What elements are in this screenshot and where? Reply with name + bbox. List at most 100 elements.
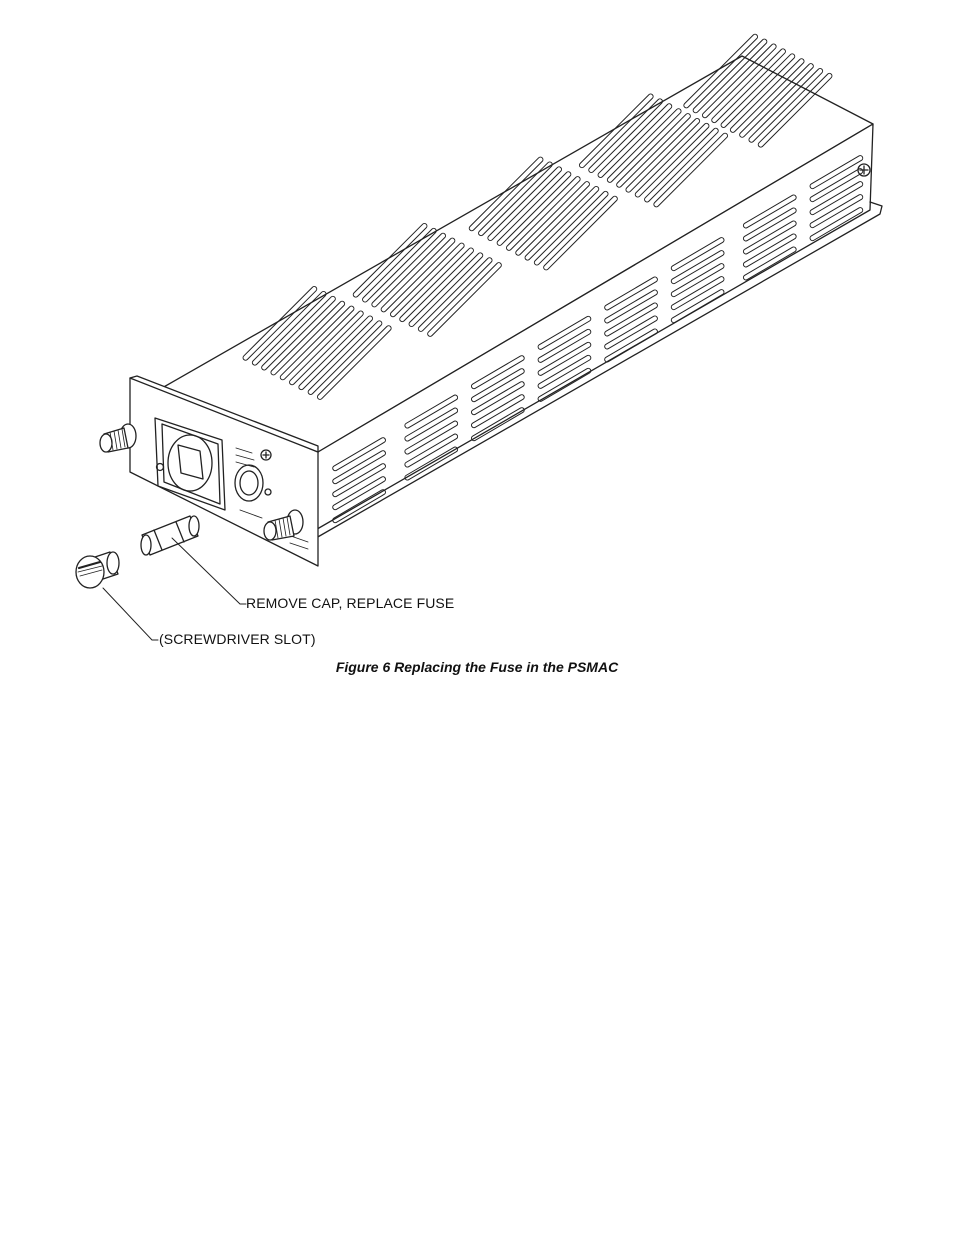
vent-slot xyxy=(543,195,618,271)
mounting-screw-icon xyxy=(260,449,272,461)
vent-slot xyxy=(242,286,318,361)
vent-slot xyxy=(748,68,824,143)
vent-slot xyxy=(757,72,833,148)
front-panel xyxy=(99,375,319,567)
vent-slot xyxy=(537,367,592,402)
vent-slot xyxy=(670,289,725,324)
vent-slot xyxy=(471,368,525,403)
vent-slot xyxy=(408,252,484,328)
vent-slot xyxy=(604,276,658,311)
vent-slot xyxy=(644,127,719,203)
side-vent-slots xyxy=(332,155,864,524)
vent-slot xyxy=(604,289,658,324)
vent-slot xyxy=(251,290,327,366)
vent-slot xyxy=(606,108,682,183)
vent-slot xyxy=(809,155,864,190)
vent-slot xyxy=(404,394,459,429)
vent-slot xyxy=(389,242,465,318)
psmac-fuse-diagram xyxy=(75,33,883,641)
vent-slot xyxy=(332,489,386,524)
power-inlet xyxy=(154,417,226,511)
vent-slot xyxy=(471,355,525,390)
vent-slot xyxy=(399,247,474,323)
vent-slot xyxy=(404,420,459,455)
vent-slot xyxy=(616,113,691,188)
thumb-screw-right xyxy=(263,509,304,541)
vent-slot xyxy=(578,93,654,169)
vent-slot xyxy=(478,161,553,237)
fuse-holder xyxy=(234,464,264,502)
vent-slot xyxy=(742,246,797,281)
vent-slot xyxy=(307,320,383,396)
vent-slot xyxy=(729,58,805,133)
vent-slot xyxy=(404,433,459,468)
vent-slot xyxy=(604,328,658,363)
vent-slot xyxy=(742,207,797,242)
vent-slot xyxy=(417,257,493,332)
vent-slot xyxy=(332,437,386,472)
vent-slot xyxy=(362,227,437,303)
vent-slot xyxy=(279,305,355,381)
vent-slot xyxy=(505,176,581,251)
vent-slot xyxy=(670,237,725,272)
vent-slot xyxy=(742,233,797,268)
vent-slot xyxy=(604,302,658,337)
vent-slot xyxy=(332,463,386,498)
thumb-screw-left xyxy=(99,423,137,453)
vent-slot xyxy=(289,310,364,386)
vent-slot xyxy=(298,315,374,391)
rear-screw-icon xyxy=(857,163,871,177)
vent-slot xyxy=(809,194,864,229)
top-vent-slots xyxy=(242,33,833,400)
vent-slot xyxy=(404,407,459,442)
vent-slot xyxy=(588,98,663,174)
vent-slot xyxy=(487,166,563,242)
vent-slot xyxy=(380,237,456,313)
vent-slot xyxy=(809,207,864,242)
vent-slot xyxy=(597,103,673,178)
fuse-cap xyxy=(75,551,120,589)
vent-slot xyxy=(332,476,386,511)
vent-slot xyxy=(471,407,525,442)
vent-slot xyxy=(670,250,725,285)
vent-slot xyxy=(537,315,592,350)
vent-slot xyxy=(739,63,814,138)
vent-slot xyxy=(711,48,786,124)
vent-slot xyxy=(471,394,525,429)
vent-slot xyxy=(404,446,459,481)
vent-slot xyxy=(496,171,572,246)
vent-slot xyxy=(471,381,525,416)
figure-caption: Figure 6 Replacing the Fuse in the PSMAC xyxy=(335,659,619,675)
leader-line-fuse xyxy=(171,537,247,605)
vent-slot xyxy=(371,232,447,308)
fuse xyxy=(140,515,200,556)
vent-slot xyxy=(742,220,797,255)
vent-slot xyxy=(270,300,346,376)
vent-slot xyxy=(742,194,797,229)
vent-slot xyxy=(537,328,592,363)
vent-slot xyxy=(809,181,864,216)
vent-slot xyxy=(670,276,725,311)
vent-slot xyxy=(692,38,768,114)
vent-slot xyxy=(537,341,592,376)
vent-slot xyxy=(316,325,392,400)
vent-slot xyxy=(720,53,796,128)
vent-slot xyxy=(332,450,386,485)
vent-slot xyxy=(515,181,590,256)
vent-slot xyxy=(634,122,710,198)
vent-slot xyxy=(537,354,592,389)
vent-slot xyxy=(468,156,544,232)
vent-slot xyxy=(524,185,600,261)
vent-slot xyxy=(427,262,502,337)
vent-slot xyxy=(670,263,725,298)
vent-slot xyxy=(683,33,759,109)
vent-slot xyxy=(701,43,777,119)
callout-replace-fuse: REMOVE CAP, REPLACE FUSE xyxy=(246,595,455,611)
vent-slot xyxy=(653,132,729,208)
vent-slot xyxy=(533,190,609,266)
vent-slot xyxy=(625,117,701,193)
leader-line-slot xyxy=(102,587,159,641)
vent-slot xyxy=(352,222,428,298)
callout-screwdriver-slot: (SCREWDRIVER SLOT) xyxy=(159,631,316,647)
vent-slot xyxy=(604,315,658,350)
